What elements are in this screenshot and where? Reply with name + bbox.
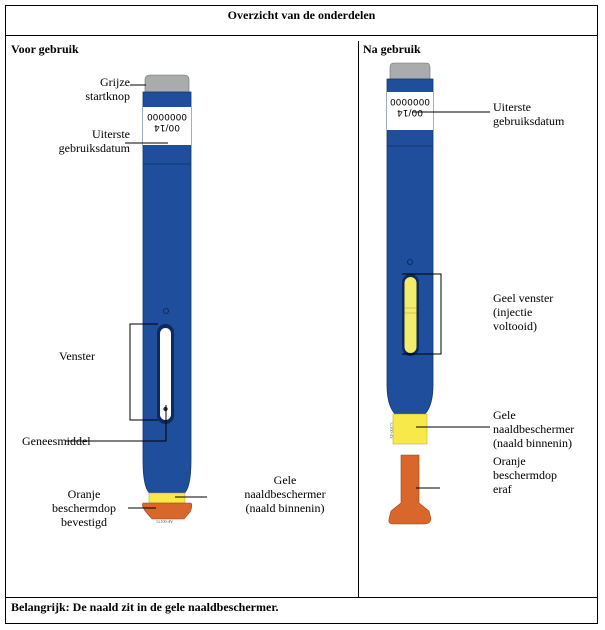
indicator-dot-left (163, 308, 169, 314)
expiry-label-right (387, 92, 433, 130)
yellow-needle-shield-right (392, 413, 428, 445)
expiry-date-left: 00/14 (154, 122, 180, 132)
lot-number-left: 0000000 (146, 111, 188, 121)
label-window: Venster (59, 349, 95, 363)
pen-body-left (142, 91, 192, 495)
before-use-header: Voor gebruik (11, 42, 79, 56)
column-divider (358, 41, 359, 598)
pen-before-use: AF-00176 (142, 74, 193, 524)
gray-start-button (144, 74, 190, 93)
expiry-date-right: 00/14 (397, 107, 423, 117)
orange-cap-removed (388, 454, 432, 525)
pen-after-use: AF-00173 (386, 62, 434, 525)
after-use-header: Na gebruik (363, 42, 421, 56)
indicator-dot-right (407, 259, 413, 265)
overview-table (5, 5, 598, 624)
svg-text:AF-00173: AF-00173 (389, 423, 394, 439)
table-title: Overzicht van de onderdelen (227, 8, 376, 22)
left-connectors (65, 84, 207, 509)
yellow-needle-shield-left (148, 492, 186, 504)
expiry-label-left (143, 107, 191, 145)
label-medicine: Geneesmiddel (22, 434, 91, 448)
orange-cap-attached (142, 502, 193, 520)
expiry-label-text-left: 00/14 0000000 (142, 110, 192, 132)
right-connectors (402, 111, 490, 489)
footer-divider (6, 597, 597, 598)
svg-text:AF-00176: AF-00176 (157, 519, 173, 524)
lot-number-right: 0000000 (389, 96, 431, 106)
title-divider (6, 35, 597, 36)
expiry-label-text-right: 00/14 0000000 (386, 95, 434, 117)
gray-start-button-right (389, 62, 431, 80)
important-note: Belangrijk: De naald zit in de gele naal… (11, 600, 279, 614)
